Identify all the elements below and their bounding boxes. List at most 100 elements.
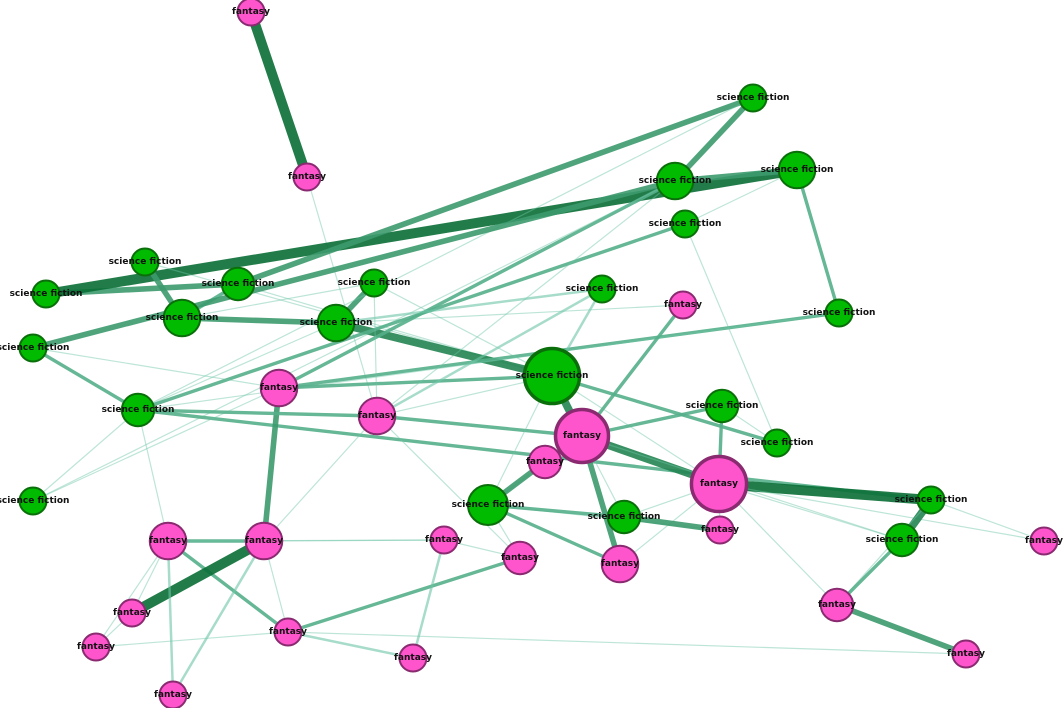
node-s20[interactable]: science fiction (895, 485, 968, 515)
node-s15[interactable]: science fiction (102, 392, 175, 428)
node-s1[interactable]: science fiction (109, 247, 182, 277)
fantasy-node-circle[interactable] (668, 290, 698, 320)
node-s17[interactable]: science fiction (741, 428, 814, 458)
science-fiction-node-circle[interactable] (824, 298, 854, 328)
node-f19[interactable]: fantasy (269, 617, 307, 647)
node-s21[interactable]: science fiction (866, 522, 939, 558)
node-s19[interactable]: science fiction (588, 499, 661, 535)
fantasy-node-circle[interactable] (1029, 526, 1059, 556)
node-f11[interactable]: fantasy (501, 540, 539, 576)
node-f13[interactable]: fantasy (148, 521, 188, 561)
edge-s3-s9 (235, 95, 756, 287)
node-f14[interactable]: fantasy (1025, 526, 1063, 556)
edge-s5-f3 (335, 304, 684, 324)
science-fiction-node-circle[interactable] (670, 209, 700, 239)
node-f17[interactable]: fantasy (113, 598, 151, 628)
fantasy-node-circle[interactable] (117, 598, 147, 628)
fantasy-node-circle[interactable] (689, 454, 749, 514)
science-fiction-node-circle[interactable] (777, 150, 817, 190)
edge-s14-f8 (551, 375, 720, 485)
fantasy-node-circle[interactable] (429, 525, 459, 555)
node-s11[interactable]: science fiction (761, 150, 834, 190)
node-s7[interactable]: science fiction (0, 333, 69, 363)
node-label: science fiction (717, 93, 790, 103)
node-s12[interactable]: science fiction (803, 298, 876, 328)
science-fiction-node-circle[interactable] (467, 484, 509, 526)
science-fiction-node-circle[interactable] (31, 279, 61, 309)
node-s16[interactable]: science fiction (686, 388, 759, 424)
node-label: science fiction (566, 284, 639, 294)
fantasy-node-circle[interactable] (357, 396, 397, 436)
node-f20[interactable]: fantasy (77, 632, 115, 662)
fantasy-node-circle[interactable] (527, 444, 563, 480)
science-fiction-node-circle[interactable] (884, 522, 920, 558)
science-fiction-node-circle[interactable] (18, 486, 48, 516)
fantasy-node-circle[interactable] (273, 617, 303, 647)
science-fiction-node-circle[interactable] (130, 247, 160, 277)
fantasy-node-circle[interactable] (819, 587, 855, 623)
fantasy-node-circle[interactable] (81, 632, 111, 662)
node-f4[interactable]: fantasy (259, 368, 299, 408)
node-label: fantasy (260, 383, 298, 393)
node-s18[interactable]: science fiction (452, 484, 525, 526)
node-f21[interactable]: fantasy (154, 680, 192, 708)
node-f3[interactable]: fantasy (664, 290, 702, 320)
science-fiction-node-circle[interactable] (704, 388, 740, 424)
fantasy-node-circle[interactable] (553, 407, 611, 465)
science-fiction-node-circle[interactable] (220, 266, 256, 302)
node-f8[interactable]: fantasy (689, 454, 749, 514)
node-s14[interactable]: science fiction (516, 346, 589, 406)
node-f22[interactable]: fantasy (394, 643, 432, 673)
node-f15[interactable]: fantasy (947, 639, 985, 669)
node-s5[interactable]: science fiction (300, 303, 373, 343)
fantasy-node-circle[interactable] (244, 521, 284, 561)
node-s9[interactable]: science fiction (717, 83, 790, 113)
science-fiction-node-circle[interactable] (316, 303, 356, 343)
fantasy-node-circle[interactable] (502, 540, 538, 576)
fantasy-node-circle[interactable] (158, 680, 188, 708)
node-s13[interactable]: science fiction (649, 209, 722, 239)
node-label: science fiction (146, 313, 219, 323)
node-label: fantasy (232, 7, 270, 17)
science-fiction-node-circle[interactable] (762, 428, 792, 458)
science-fiction-node-circle[interactable] (606, 499, 642, 535)
fantasy-node-circle[interactable] (148, 521, 188, 561)
node-s4[interactable]: science fiction (146, 298, 219, 338)
fantasy-node-circle[interactable] (259, 368, 299, 408)
fantasy-node-circle[interactable] (600, 544, 640, 584)
science-fiction-node-circle[interactable] (120, 392, 156, 428)
science-fiction-node-circle[interactable] (916, 485, 946, 515)
science-fiction-node-circle[interactable] (587, 274, 617, 304)
node-s3[interactable]: science fiction (202, 266, 275, 302)
node-s8[interactable]: science fiction (0, 486, 69, 516)
science-fiction-node-circle[interactable] (359, 268, 389, 298)
node-s2[interactable]: science fiction (10, 279, 83, 309)
node-f7[interactable]: fantasy (526, 444, 564, 480)
node-f1[interactable]: fantasy (232, 0, 270, 27)
fantasy-node-circle[interactable] (398, 643, 428, 673)
node-s10[interactable]: science fiction (639, 161, 712, 201)
node-s22[interactable]: science fiction (566, 274, 639, 304)
edge-f13-f20 (95, 540, 169, 648)
node-f12[interactable]: fantasy (701, 515, 739, 545)
node-f18[interactable]: fantasy (425, 525, 463, 555)
fantasy-node-circle[interactable] (951, 639, 981, 669)
node-f16[interactable]: fantasy (818, 587, 856, 623)
node-f6[interactable]: fantasy (553, 407, 611, 465)
node-f2[interactable]: fantasy (288, 162, 326, 192)
science-fiction-node-circle[interactable] (18, 333, 48, 363)
science-fiction-node-circle[interactable] (162, 298, 202, 338)
fantasy-node-circle[interactable] (236, 0, 266, 27)
edge-f16-f15 (834, 602, 969, 657)
science-fiction-node-circle[interactable] (655, 161, 695, 201)
science-fiction-node-circle[interactable] (522, 346, 582, 406)
node-s6[interactable]: science fiction (338, 268, 411, 298)
node-label: fantasy (288, 172, 326, 182)
fantasy-node-circle[interactable] (292, 162, 322, 192)
science-fiction-node-circle[interactable] (738, 83, 768, 113)
fantasy-node-circle[interactable] (705, 515, 735, 545)
node-f5[interactable]: fantasy (357, 396, 397, 436)
node-f10[interactable]: fantasy (244, 521, 284, 561)
node-f9[interactable]: fantasy (600, 544, 640, 584)
